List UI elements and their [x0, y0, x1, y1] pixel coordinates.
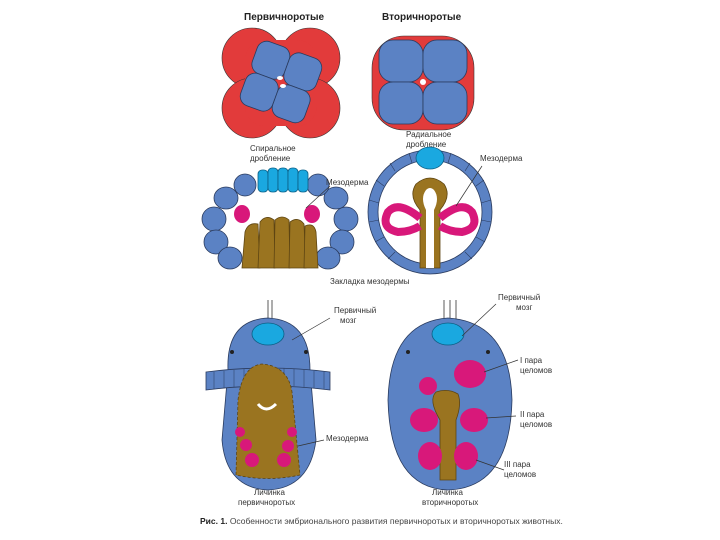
deuterostome-larva [388, 300, 518, 490]
radial-cleavage-embryo [372, 36, 474, 130]
mesoderm-anlage-label: Закладка мезодермы [330, 277, 409, 287]
primary-brain-left-label-1: Первичный [334, 306, 376, 316]
coelom-3-label-a: III пара [504, 460, 531, 470]
radial-cleavage-label-2: дробление [406, 140, 446, 150]
primary-brain-right-label-2: мозг [516, 303, 532, 313]
primary-brain-right-label-1: Первичный [498, 293, 540, 303]
deuterostome-gastrula [368, 147, 492, 274]
coelom-2-label-a: II пара [520, 410, 544, 420]
coelom-2-label-b: целомов [520, 420, 552, 430]
mesoderm-label-right: Мезодерма [480, 154, 522, 164]
larva-deutero-label-1: Личинка [432, 488, 463, 498]
larva-deutero-label-2: вторичноротых [422, 498, 478, 508]
protostome-larva [206, 300, 330, 490]
radial-cleavage-label-1: Радиальное [406, 130, 451, 140]
larva-proto-label-2: первичноротых [238, 498, 295, 508]
figure-caption: Рис. 1. Особенности эмбрионального разви… [200, 516, 563, 526]
spiral-cleavage-label-1: Спиральное [250, 144, 296, 154]
spiral-cleavage-label-2: дробление [250, 154, 290, 164]
header-deuterostomes: Вторичноротые [382, 12, 461, 23]
coelom-1-label-a: I пара [520, 356, 542, 366]
spiral-cleavage-embryo [222, 28, 340, 138]
larva-proto-label-1: Личинка [254, 488, 285, 498]
coelom-1-label-b: целомов [520, 366, 552, 376]
header-protostomes: Первичноротые [244, 12, 324, 23]
primary-brain-left-label-2: мозг [340, 316, 356, 326]
caption-text: Особенности эмбрионального развития перв… [230, 516, 563, 526]
caption-prefix: Рис. 1. [200, 516, 227, 526]
coelom-3-label-b: целомов [504, 470, 536, 480]
mesoderm-larva-label: Мезодерма [326, 434, 368, 444]
mesoderm-label-left: Мезодерма [326, 178, 368, 188]
